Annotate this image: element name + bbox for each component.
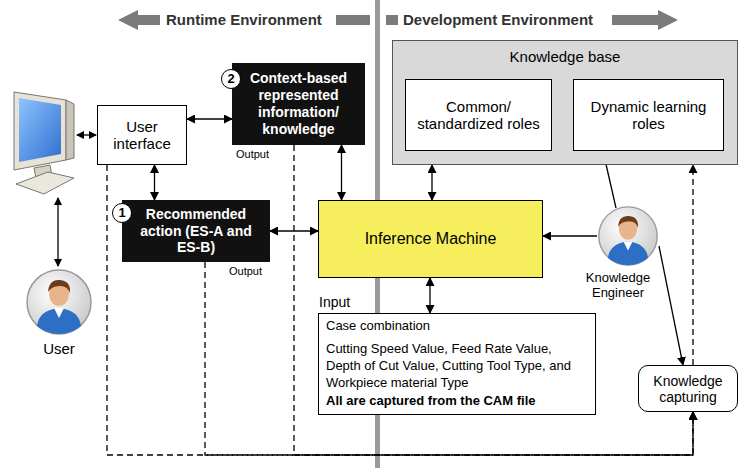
connector [431, 165, 432, 200]
input-box: InputCase combinationCutting Speed Value… [318, 313, 596, 415]
node-text: User interface [104, 118, 180, 152]
node-text: Knowledge capturing [645, 373, 731, 405]
connector [154, 165, 155, 200]
computer-link [77, 134, 96, 135]
knowledge-base-panel: Knowledge baseCommon/ standardized roles… [392, 40, 738, 165]
person-icon [25, 268, 93, 336]
user-computer-link [57, 198, 58, 266]
environment-heading: Runtime Environment [164, 11, 324, 28]
connector [187, 118, 232, 119]
connector [341, 145, 342, 200]
actor-label: User [29, 340, 89, 357]
environment-heading: Development Environment [401, 11, 595, 28]
connector [543, 235, 597, 236]
node-text: Context-based represented information/ k… [238, 70, 359, 137]
node-text: All are captured from the CAM file [326, 393, 588, 408]
role-box: Dynamic learning roles [573, 79, 724, 151]
header-arrow [118, 10, 138, 30]
actor-circle: User [25, 268, 93, 336]
interface-box: User interface [97, 105, 187, 165]
connector [659, 246, 683, 365]
input-heading: Input [319, 294, 350, 310]
feedback-connector [294, 145, 693, 455]
header-bar [336, 15, 370, 25]
output-box: Context-based represented information/ k… [232, 63, 365, 145]
panel-heading: Knowledge base [393, 41, 737, 65]
node-text: Common/ standardized roles [412, 98, 545, 132]
feedback-connector [692, 165, 693, 365]
person-icon [597, 205, 659, 267]
process-box: Inference Machine [318, 200, 543, 278]
header-bar [386, 15, 398, 25]
feedback-connector [107, 165, 693, 455]
connector [429, 278, 430, 313]
output-label: Output [236, 148, 269, 160]
output-label: Output [229, 265, 262, 277]
node-text: Recommended action (ES-A and ES-B) [128, 206, 264, 256]
feedback-connector [205, 262, 693, 455]
callout-number: 1 [112, 203, 132, 223]
header-bar [137, 15, 160, 25]
header-bar [612, 15, 658, 25]
node-text: Inference Machine [365, 230, 497, 248]
role-box: Common/ standardized roles [405, 79, 552, 151]
actor-label: Knowledge Engineer [573, 271, 663, 301]
node-text: Cutting Speed Value, Feed Rate Value, De… [326, 341, 588, 392]
process-box: Knowledge capturing [638, 365, 738, 412]
node-text: Case combination [326, 318, 588, 333]
output-box: Recommended action (ES-A and ES-B) [122, 200, 270, 262]
header-arrow [658, 10, 678, 30]
actor-circle: Knowledge Engineer [597, 205, 659, 267]
computer-icon [14, 92, 74, 194]
callout-number: 2 [221, 69, 241, 89]
node-text: Dynamic learning roles [580, 98, 717, 132]
